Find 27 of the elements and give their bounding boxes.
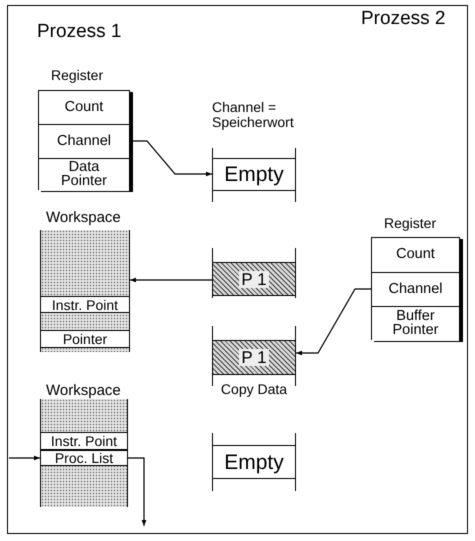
channel-slot <box>212 248 296 298</box>
slot-text: Empty <box>224 164 284 185</box>
slot-text: Empty <box>224 452 284 472</box>
workspace-title: Workspace <box>45 381 121 398</box>
slot-text: P 1 <box>239 349 269 366</box>
register-field: Data Pointer <box>39 159 129 191</box>
arrow <box>130 278 212 282</box>
register-title: Register <box>50 66 104 82</box>
workspace-title: Workspace <box>45 208 121 225</box>
workspace-field: Instr. Point <box>41 296 129 313</box>
workspace-field: Instr. Point <box>41 432 127 450</box>
arrow <box>130 140 212 176</box>
workspace-field: Pointer <box>41 330 129 348</box>
arrow <box>9 456 40 460</box>
register-field: Buffer Pointer <box>372 307 459 341</box>
slot-caption: Channel = Speicherwort <box>212 100 295 130</box>
channel-slot <box>212 148 296 202</box>
channel-slot <box>212 326 296 386</box>
slot-text: P 1 <box>239 270 269 288</box>
workspace-field: Proc. List <box>41 450 127 466</box>
arrow <box>296 288 371 356</box>
process-heading: Prozess 2 <box>361 7 446 31</box>
arrow <box>128 457 146 526</box>
process-heading: Prozess 1 <box>37 20 122 44</box>
register-title: Register <box>383 214 436 230</box>
channel-slot <box>212 433 296 491</box>
slot-caption: Copy Data <box>220 382 288 397</box>
